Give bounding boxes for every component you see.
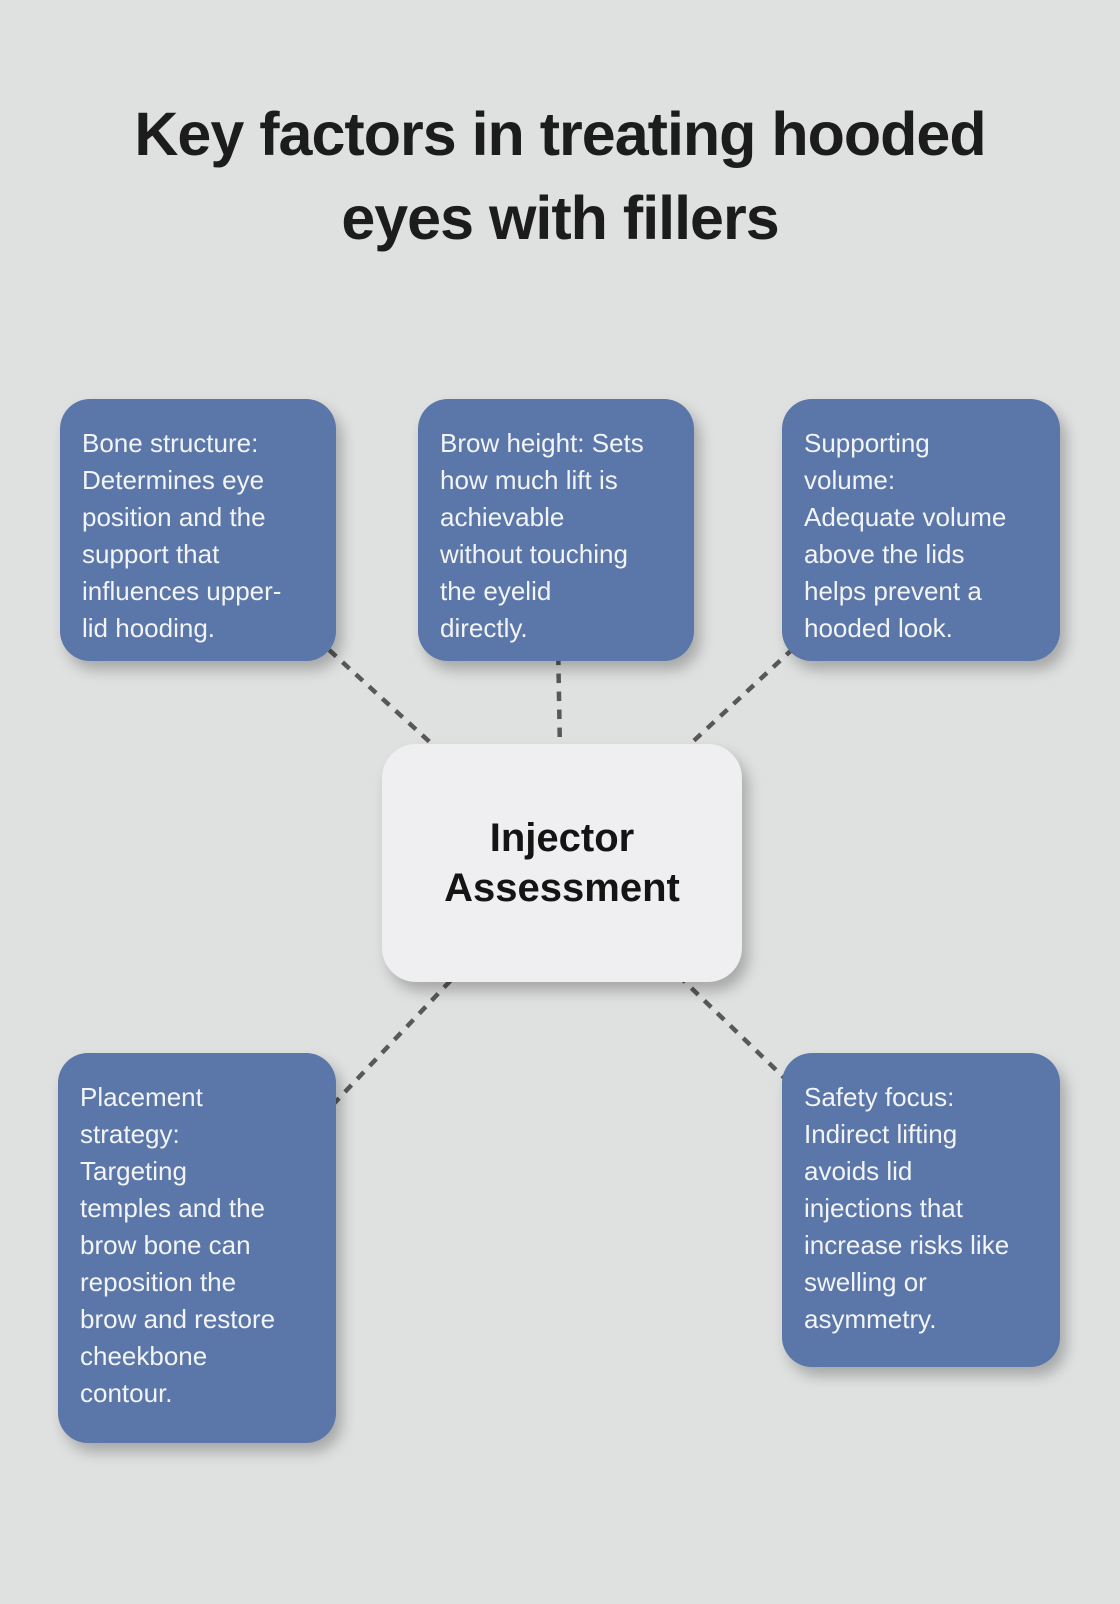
node-card-placement-strategy: Placement strategy: Targeting temples an… <box>58 1053 336 1443</box>
node-text-safety-focus: Safety focus: Indirect lifting avoids li… <box>804 1082 1010 1334</box>
node-card-safety-focus: Safety focus: Indirect lifting avoids li… <box>782 1053 1060 1367</box>
page-title: Key factors in treating hooded eyes with… <box>134 100 986 252</box>
node-text-brow-height: Brow height: Sets how much lift is achie… <box>440 428 644 643</box>
node-card-bone-structure: Bone structure: Determines eye position … <box>60 399 336 661</box>
node-text-bone-structure: Bone structure: Determines eye position … <box>82 428 282 643</box>
node-text-supporting-volume: Supporting volume: Adequate volume above… <box>804 428 1007 643</box>
node-text-placement-strategy: Placement strategy: Targeting temples an… <box>80 1082 276 1408</box>
node-card-supporting-volume: Supporting volume: Adequate volume above… <box>782 399 1060 661</box>
center-node-injector-assessment: Injector Assessment <box>382 744 742 982</box>
node-card-brow-height: Brow height: Sets how much lift is achie… <box>418 399 694 661</box>
center-node-label: Injector Assessment <box>444 816 680 910</box>
